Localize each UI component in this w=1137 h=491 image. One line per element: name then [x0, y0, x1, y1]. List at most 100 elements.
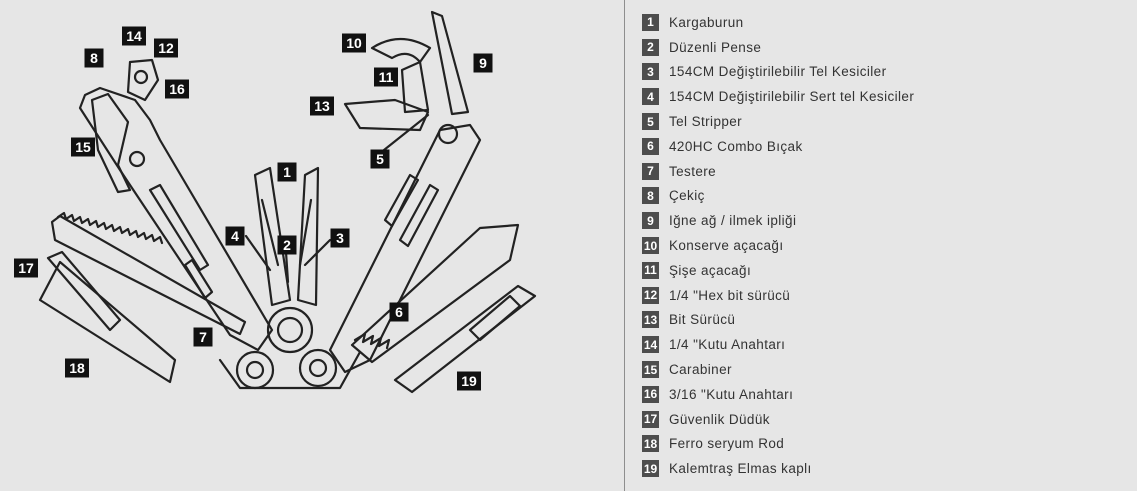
callout-8: 8 — [84, 48, 104, 68]
callout-box — [122, 26, 146, 46]
callout-number: 9 — [479, 55, 487, 71]
legend-label: Tel Stripper — [669, 114, 743, 130]
combo-knife-serration — [353, 332, 391, 350]
legend-number-badge: 6 — [642, 137, 659, 155]
callout-number: 10 — [346, 35, 362, 51]
callout-number: 11 — [379, 69, 394, 85]
plier-jaw-left — [253, 166, 292, 307]
callout-box — [473, 53, 493, 73]
callout-10: 10 — [342, 33, 366, 53]
callout-box — [457, 371, 481, 391]
legend-label: 154CM Değiştirilebilir Tel Kesiciler — [669, 64, 887, 80]
legend-number-badge: 7 — [642, 162, 659, 180]
callout-12: 12 — [154, 38, 178, 58]
callout-box — [65, 358, 89, 378]
callout-17: 17 — [14, 258, 38, 278]
left-handle-slot-2 — [183, 258, 214, 300]
legend-number-badge: 18 — [642, 435, 659, 453]
callout-number: 1 — [283, 164, 291, 180]
callout-number: 12 — [158, 40, 174, 56]
plier-jaw-inner-right — [298, 198, 313, 267]
callout-box — [165, 79, 189, 99]
legend-item: 3 154CM Değiştirilebilir Tel Kesiciler — [642, 60, 914, 85]
legend-label: Ferro seryum Rod — [669, 436, 785, 452]
combo-knife — [350, 223, 520, 364]
callout-3: 3 — [330, 228, 350, 248]
callout-number: 15 — [75, 139, 91, 155]
carabiner-shape — [90, 92, 132, 194]
callout-4: 4 — [225, 226, 245, 246]
legend-item: 18 Ferro seryum Rod — [642, 432, 914, 457]
callout-7: 7 — [193, 327, 213, 347]
legend-number-badge: 19 — [642, 460, 659, 478]
callout-13: 13 — [310, 96, 334, 116]
callout-box — [330, 228, 350, 248]
callout-box — [154, 38, 178, 58]
whistle — [46, 250, 122, 332]
legend-label: Carabiner — [669, 362, 732, 378]
callout-number: 3 — [336, 230, 344, 246]
saw-teeth — [56, 211, 164, 245]
callout-number: 14 — [126, 28, 142, 44]
callout-number: 13 — [314, 98, 330, 114]
callout-box — [14, 258, 38, 278]
legend-number-badge: 9 — [642, 212, 659, 230]
leader-5 — [382, 113, 430, 152]
legend-label: Bit Sürücü — [669, 312, 736, 328]
hex-driver-circle — [133, 69, 149, 85]
legend-number-badge: 2 — [642, 38, 659, 56]
callout-11: 11 — [374, 67, 398, 87]
callout-number: 7 — [199, 329, 207, 345]
bit-driver — [343, 98, 430, 132]
legend-label: Kargaburun — [669, 14, 744, 30]
callout-number: 4 — [231, 228, 239, 244]
callout-number: 19 — [461, 373, 477, 389]
legend-number-badge: 16 — [642, 385, 659, 403]
callout-box — [84, 48, 104, 68]
awl-blade — [430, 10, 470, 116]
legend-number-badge: 3 — [642, 63, 659, 81]
left-handle-slot-1 — [148, 183, 210, 272]
right-handle-slot — [383, 173, 420, 228]
diamond-sharpener — [393, 284, 537, 394]
legend-label: 154CM Değiştirilebilir Sert tel Kesicile… — [669, 89, 915, 105]
callout-box — [71, 137, 95, 157]
callout-box — [310, 96, 334, 116]
legend-item: 6 420HC Combo Bıçak — [642, 134, 914, 159]
legend-label: 420HC Combo Bıçak — [669, 138, 803, 154]
legend-label: Güvenlik Düdük — [669, 411, 770, 427]
legend-item: 4 154CM Değiştirilebilir Sert tel Kesicil… — [642, 84, 914, 109]
legend-number-badge: 17 — [642, 410, 659, 428]
legend-item: 17 Güvenlik Düdük — [642, 407, 914, 432]
bottom-pivot-left — [235, 350, 275, 390]
callout-1: 1 — [277, 162, 297, 182]
callout-15: 15 — [71, 137, 95, 157]
divider — [624, 0, 625, 491]
bottom-pivot-left-inner — [245, 360, 265, 380]
legend-label: Testere — [669, 163, 717, 179]
legend-number-badge: 5 — [642, 113, 659, 131]
callout-box — [193, 327, 213, 347]
legend-number-badge: 1 — [642, 13, 659, 31]
hammer-head — [126, 58, 160, 102]
legend-number-badge: 12 — [642, 286, 659, 304]
plier-pivot-inner — [276, 316, 304, 344]
legend-label: Konserve açacağı — [669, 238, 784, 254]
plier-pivot — [266, 306, 314, 354]
callout-box — [342, 33, 366, 53]
legend-number-badge: 4 — [642, 88, 659, 106]
callout-9: 9 — [473, 53, 493, 73]
legend-label: Kalemtraş Elmas kaplı — [669, 461, 812, 477]
callout-19: 19 — [457, 371, 481, 391]
legend-number-badge: 11 — [642, 261, 659, 279]
right-handle-slot-2 — [398, 183, 440, 248]
bottle-opener — [400, 60, 430, 114]
right-handle-pivot — [437, 123, 459, 145]
